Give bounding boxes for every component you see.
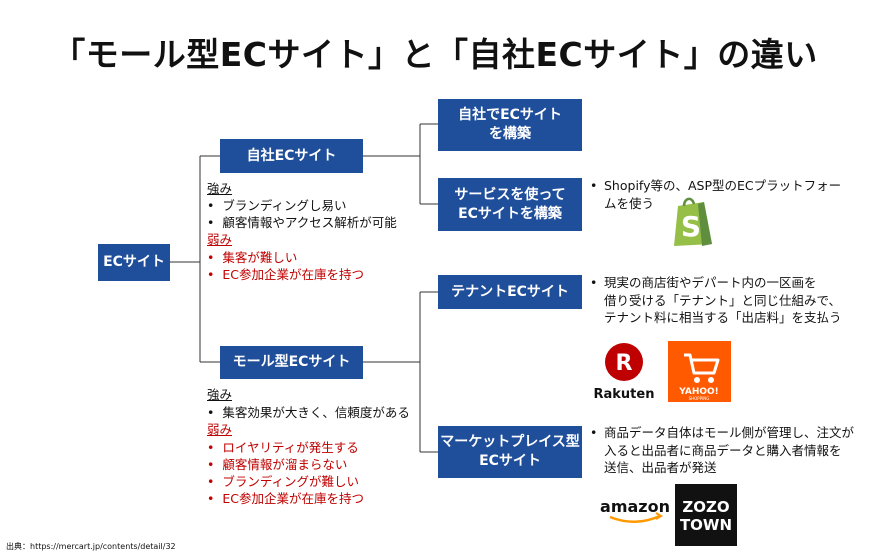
- bullet: •: [207, 474, 215, 489]
- svg-text:amazon: amazon: [600, 497, 670, 516]
- connector-mall: [363, 291, 438, 453]
- bullet: •: [590, 178, 598, 193]
- bullet: •: [207, 250, 215, 265]
- node-tenant: テナントECサイト: [438, 275, 582, 309]
- own-weakness-1: • 集客が難しい: [207, 250, 298, 265]
- yahoo-shopping-logo: YAHOO! SHOPPING: [668, 341, 731, 402]
- amazon-logo: amazon: [600, 494, 670, 528]
- zozotown-logo: ZOZO TOWN: [675, 484, 737, 546]
- shopify-logo: S: [668, 194, 718, 248]
- svg-text:Rakuten: Rakuten: [594, 387, 655, 402]
- own-weakness-2: • EC参加企業が在庫を持つ: [207, 267, 364, 282]
- mall-weakness-3: • ブランディングが難しい: [207, 474, 359, 489]
- own-strengths-heading: 強み: [207, 181, 233, 196]
- svg-text:SHOPPING: SHOPPING: [689, 396, 710, 401]
- node-own-ec-site: 自社ECサイト: [220, 139, 363, 173]
- bullet: •: [590, 275, 598, 290]
- own-weaknesses-heading: 弱み: [207, 232, 233, 247]
- bullet: •: [207, 215, 215, 230]
- bullet: •: [590, 425, 598, 440]
- mall-strength-1: • 集客効果が大きく、信頼度がある: [207, 405, 410, 420]
- tenant-description: •現実の商店街やデパート内の一区画を 借り受ける「テナント」と同じ仕組みで、 テ…: [590, 275, 842, 325]
- node-service-build: サービスを使って ECサイトを構築: [438, 178, 582, 231]
- source-footer: 出典：https://mercart.jp/contents/detail/32: [6, 542, 176, 551]
- bullet: •: [207, 405, 215, 420]
- node-marketplace: マーケットプレイス型 ECサイト: [438, 426, 582, 478]
- mall-weaknesses-heading: 弱み: [207, 422, 233, 437]
- bullet: •: [207, 491, 215, 506]
- connector-own: [363, 123, 438, 205]
- node-mall-ec-site: モール型ECサイト: [220, 346, 363, 379]
- page-title: 「モール型ECサイト」と「自社ECサイト」の違い: [52, 35, 818, 74]
- rakuten-logo: R Rakuten: [592, 342, 656, 402]
- node-own-build: 自社でECサイト を構築: [438, 99, 582, 151]
- bullet: •: [207, 198, 215, 213]
- marketplace-description: •商品データ自体はモール側が管理し、注文が 入ると出品者に商品データと購入者情報…: [590, 425, 855, 475]
- node-ec-site: ECサイト: [98, 244, 170, 281]
- bullet: •: [207, 457, 215, 472]
- svg-text:ZOZO: ZOZO: [682, 498, 729, 516]
- svg-text:R: R: [616, 351, 633, 376]
- svg-text:TOWN: TOWN: [680, 516, 732, 534]
- mall-weakness-2: • 顧客情報が溜まらない: [207, 457, 348, 472]
- service-description: •Shopify等の、ASP型のECプラットフォー ムを使う: [590, 178, 842, 211]
- own-strength-1: • ブランディングし易い: [207, 198, 347, 213]
- bullet: •: [207, 440, 215, 455]
- mall-weakness-4: • EC参加企業が在庫を持つ: [207, 491, 364, 506]
- bullet: •: [207, 267, 215, 282]
- mall-strengths-heading: 強み: [207, 387, 233, 402]
- own-strength-2: • 顧客情報やアクセス解析が可能: [207, 215, 397, 230]
- mall-weakness-1: • ロイヤリティが発生する: [207, 440, 359, 455]
- connector-root: [169, 155, 220, 363]
- svg-text:S: S: [681, 210, 701, 243]
- svg-text:YAHOO!: YAHOO!: [678, 387, 719, 397]
